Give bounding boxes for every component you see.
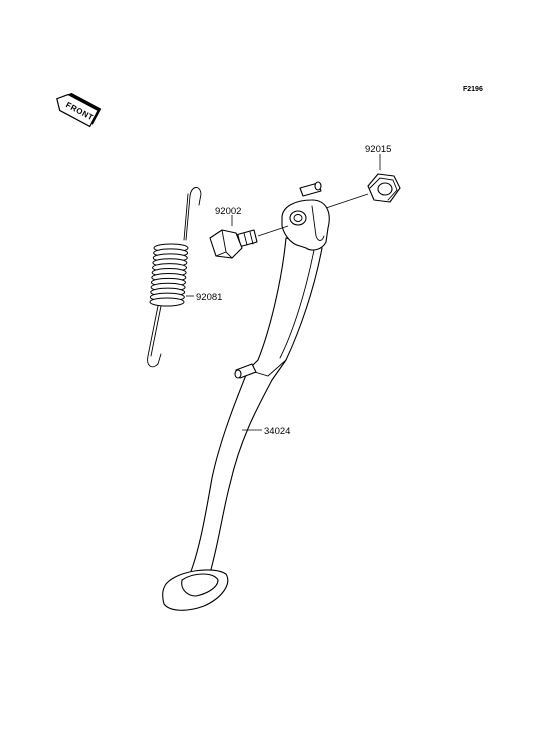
label-92002: 92002 <box>215 206 241 217</box>
side-stand-part <box>162 181 330 611</box>
bolt-part <box>209 229 258 259</box>
front-arrow-icon: FRONT <box>56 92 102 128</box>
diagram-code: F2196 <box>463 86 483 93</box>
nut-part <box>367 173 401 203</box>
spring-coil-turn <box>149 297 185 307</box>
label-34024: 34024 <box>264 426 290 437</box>
label-92015: 92015 <box>365 144 391 155</box>
nut-axis-line <box>325 193 369 209</box>
label-92081: 92081 <box>196 292 222 303</box>
spring-part <box>147 187 202 368</box>
bolt-axis-line <box>257 225 289 237</box>
spring-coil <box>149 243 189 307</box>
